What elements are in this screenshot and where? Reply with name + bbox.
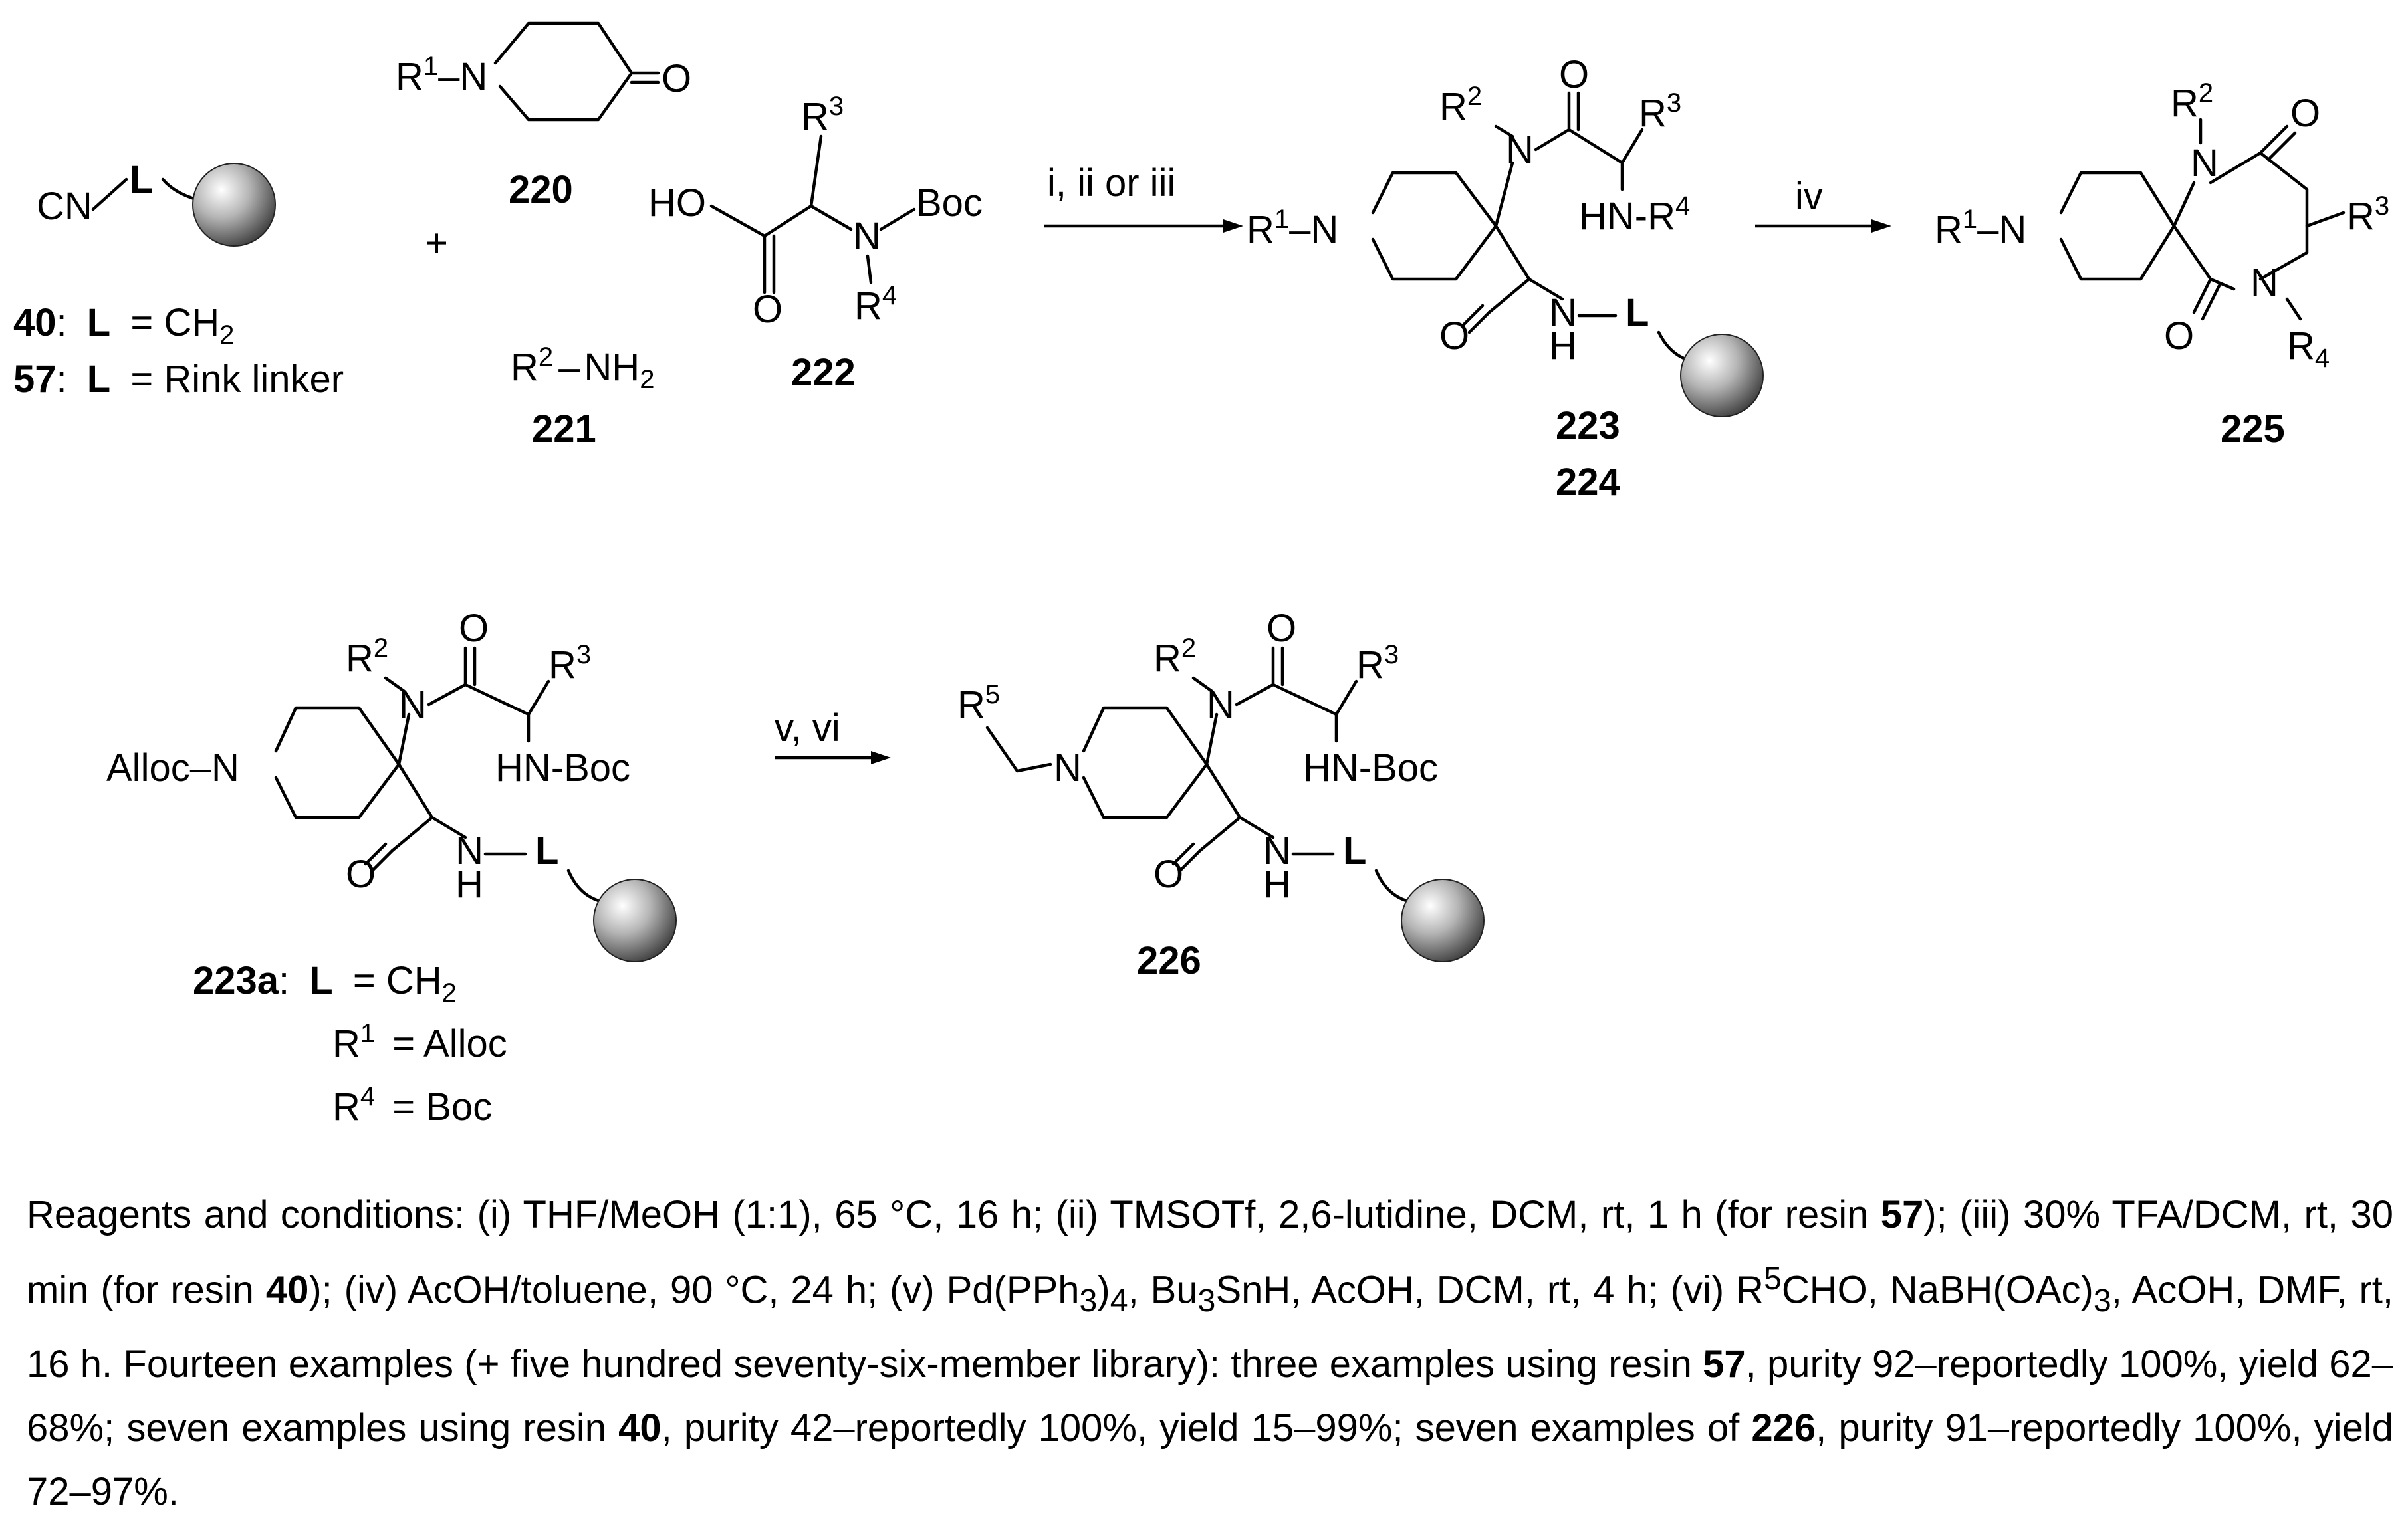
amino-acid-222: HO O R3 N Boc R4 222 bbox=[648, 92, 983, 394]
resin-bead-icon bbox=[1401, 879, 1485, 962]
o-top-label: O bbox=[459, 607, 489, 650]
arrow-step2-label: iv bbox=[1795, 175, 1823, 218]
o-bottom-label: O bbox=[2164, 314, 2194, 358]
r3-label: R3 bbox=[548, 640, 591, 687]
reagents-and-conditions: Reagents and conditions: (i) THF/MeOH (1… bbox=[27, 1193, 2393, 1513]
label-220: 220 bbox=[509, 168, 573, 211]
resin-bead-icon bbox=[593, 879, 677, 962]
r1-label: R1–N bbox=[396, 52, 487, 98]
n-label: N bbox=[853, 215, 881, 258]
boc-label: Boc bbox=[916, 181, 983, 225]
label-226: 226 bbox=[1137, 939, 1201, 982]
r2-label: R2 bbox=[2171, 78, 2213, 125]
linker-label: L bbox=[535, 829, 558, 873]
label-221: 221 bbox=[532, 407, 596, 451]
oxygen-label: O bbox=[662, 57, 691, 100]
ho-label: HO bbox=[648, 181, 706, 225]
r5-label: R5 bbox=[957, 680, 1000, 726]
n-pip-label: N bbox=[1054, 746, 1082, 790]
legend-223a-r4: R4 = Boc bbox=[332, 1071, 492, 1129]
amine-221: R2–NH2 221 bbox=[511, 342, 654, 451]
hn-boc-label: HN-Boc bbox=[1303, 746, 1438, 790]
r2-nh2-label: R2–NH2 bbox=[511, 342, 654, 394]
linker-label: L bbox=[1625, 291, 1649, 334]
r3-label: R3 bbox=[801, 92, 844, 138]
arrow-step2: iv bbox=[1755, 175, 1891, 233]
n4-label: N bbox=[2250, 261, 2278, 304]
r1-n-label: R1–N bbox=[1935, 205, 2026, 251]
r4-label: R4 bbox=[854, 281, 897, 328]
reaction-scheme: CN L 40: L = CH2 57: L = Rink linker + R… bbox=[13, 21, 2389, 1129]
o-bottom-label: O bbox=[346, 853, 376, 896]
o-top-label: O bbox=[1266, 607, 1296, 650]
piperidinone-220: R1–N O 220 bbox=[396, 21, 691, 211]
r2-label: R2 bbox=[1439, 82, 1482, 128]
isocyanide-resin: CN L bbox=[37, 158, 276, 247]
legend-223a: 223a: L = CH2 R1 = Alloc R4 = Boc bbox=[193, 959, 507, 1129]
r3-label: R3 bbox=[2347, 191, 2389, 238]
linker-label: L bbox=[130, 158, 153, 201]
arrow-step3: v, vi bbox=[775, 707, 891, 764]
label-225: 225 bbox=[2221, 407, 2285, 451]
r3-label: R3 bbox=[1639, 88, 1681, 135]
plus-sign: + bbox=[425, 221, 448, 265]
legend-223a-line1: 223a: L = CH2 bbox=[193, 959, 457, 1008]
n1-label: N bbox=[2191, 142, 2219, 185]
r3-label: R3 bbox=[1356, 640, 1399, 687]
label-222: 222 bbox=[791, 351, 856, 394]
legend-223a-r1: R1 = Alloc bbox=[332, 1008, 507, 1065]
linker-label: L bbox=[1343, 829, 1366, 873]
o-top-label: O bbox=[1559, 53, 1589, 96]
label-224: 224 bbox=[1556, 461, 1620, 504]
r2-label: R2 bbox=[346, 633, 388, 680]
arrow-step1: i, ii or iii bbox=[1044, 162, 1243, 233]
r4-sub-label: R4 bbox=[2287, 324, 2330, 373]
legend-57: 57: L = Rink linker bbox=[13, 358, 344, 401]
carbonyl-o-label: O bbox=[753, 288, 783, 331]
legend-40-57: 40: L = CH2 57: L = Rink linker bbox=[13, 301, 344, 401]
resin-bead-icon bbox=[1680, 334, 1764, 417]
r2-label: R2 bbox=[1153, 633, 1196, 680]
r1-n-label: R1–N bbox=[1247, 205, 1338, 251]
arrow-step3-label: v, vi bbox=[775, 707, 840, 750]
spiro-diketopiperazine-225: R1–N N R2 O R3 N O R4 225 bbox=[1935, 78, 2389, 451]
alloc-n-label: Alloc–N bbox=[106, 746, 239, 790]
o-bottom-label: O bbox=[1153, 853, 1183, 896]
arrow-step1-label: i, ii or iii bbox=[1047, 162, 1175, 205]
hn-boc-label: HN-Boc bbox=[495, 746, 630, 790]
resin-bead-icon bbox=[192, 163, 276, 247]
hn-r4-label: HN-R4 bbox=[1579, 191, 1690, 238]
o-top-label: O bbox=[2290, 92, 2320, 135]
label-223: 223 bbox=[1556, 404, 1620, 447]
o-bottom-label: O bbox=[1439, 314, 1469, 358]
cn-label: CN bbox=[37, 185, 92, 228]
legend-40: 40: L = CH2 bbox=[13, 301, 234, 350]
